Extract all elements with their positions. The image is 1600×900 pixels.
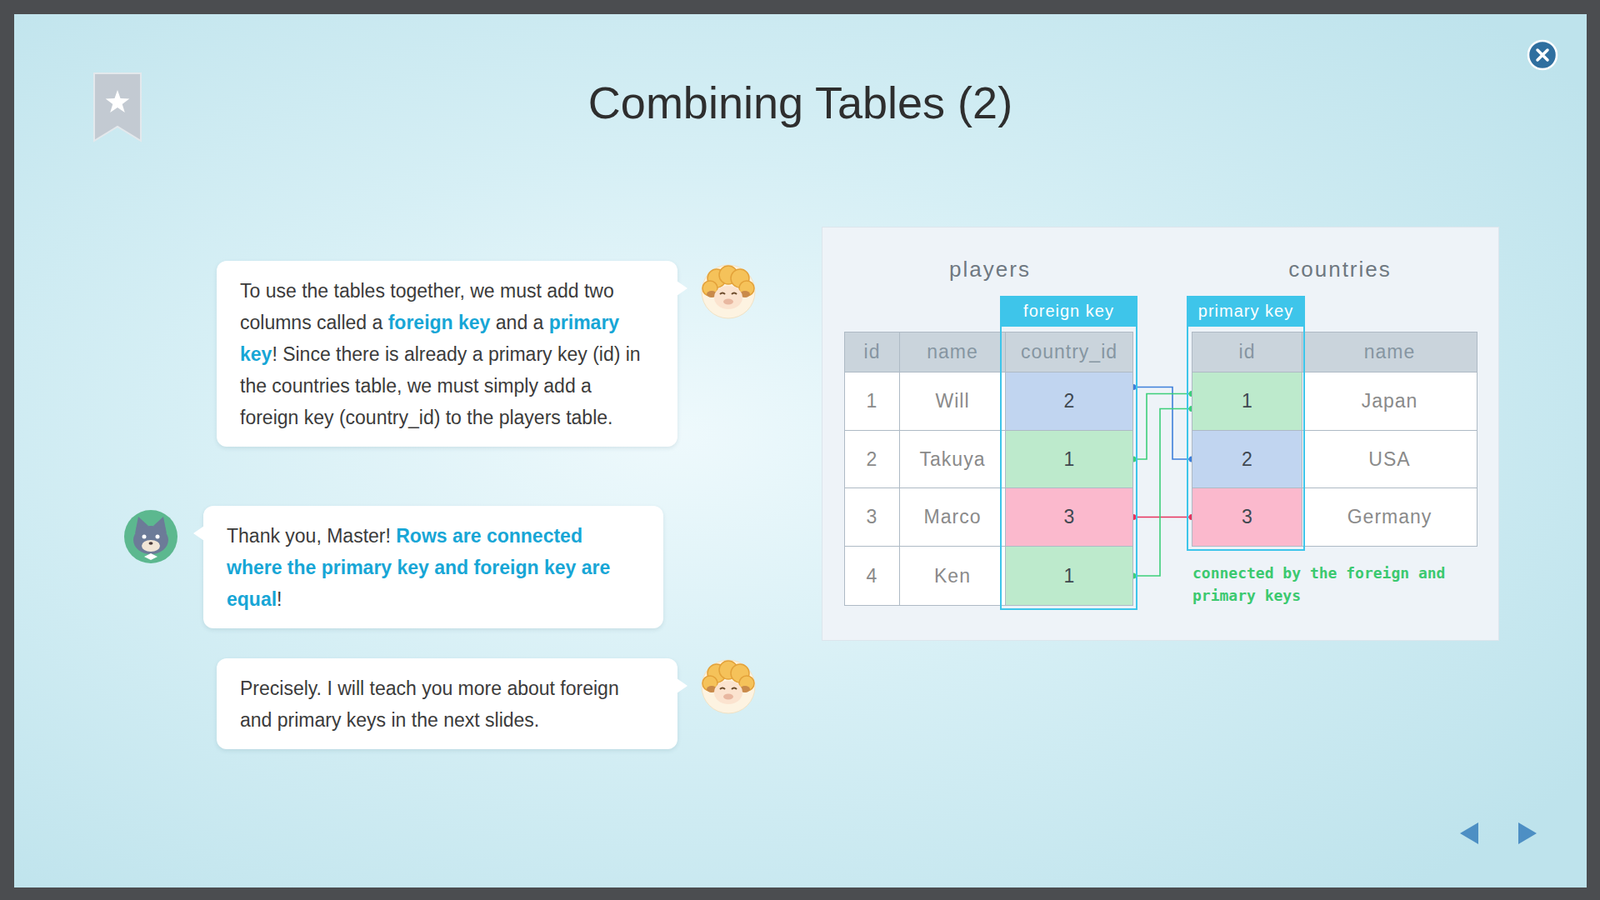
table-header-cell: name bbox=[899, 331, 1006, 373]
cell-value: 2 bbox=[1241, 448, 1253, 471]
speech-bubble: Thank you, Master! Rows are connected wh… bbox=[203, 505, 664, 629]
table-cell: Takuya bbox=[899, 430, 1006, 489]
cell-value: 3 bbox=[1241, 505, 1253, 529]
speech-bubble: To use the tables together, we must add … bbox=[216, 260, 678, 447]
close-button bbox=[1528, 40, 1557, 70]
student-avatar bbox=[124, 510, 178, 564]
label-text: name bbox=[1364, 340, 1416, 364]
speech-text-run: Precisely. I will teach you more about f… bbox=[240, 677, 620, 731]
speech-text-run: ! Since there is already a primary key (… bbox=[240, 343, 641, 429]
speech-text-run: Thank you, Master! bbox=[226, 525, 391, 547]
key-cell: 1 bbox=[1191, 371, 1303, 431]
master-avatar bbox=[701, 265, 755, 319]
table-cell: Will bbox=[899, 371, 1006, 431]
table-cell: Marco bbox=[899, 487, 1006, 547]
key-label: foreign key bbox=[1023, 301, 1115, 321]
bookmark-icon bbox=[94, 73, 141, 141]
table-cell: USA bbox=[1301, 430, 1478, 489]
cell-value: 2 bbox=[1064, 390, 1075, 413]
label-text: 1 bbox=[866, 390, 879, 413]
highlight-text: foreign key bbox=[388, 311, 491, 334]
label-text: Ken bbox=[934, 565, 971, 588]
key-cell: 1 bbox=[1005, 430, 1134, 489]
table-cell: 2 bbox=[844, 430, 900, 489]
label-text: players bbox=[949, 256, 1031, 283]
key-cell: 3 bbox=[1191, 487, 1303, 547]
title-bar: Combining Tables (2) bbox=[14, 76, 1587, 129]
note-text: connected by the foreign and primary key… bbox=[1192, 561, 1493, 612]
master-avatar bbox=[701, 660, 755, 714]
slide-title: Combining Tables (2) bbox=[588, 77, 1013, 128]
label-text: Takuya bbox=[920, 448, 986, 471]
label-text: 2 bbox=[866, 448, 879, 471]
table-cell: 1 bbox=[844, 371, 900, 431]
connector-line bbox=[1133, 409, 1192, 577]
label-text: Japan bbox=[1361, 390, 1419, 413]
label-text: USA bbox=[1368, 448, 1410, 471]
key-label-tab: primary key bbox=[1186, 295, 1305, 327]
speech-text-run: ! bbox=[276, 588, 282, 610]
table-cell: Japan bbox=[1301, 371, 1478, 431]
speech-text: To use the tables together, we must add … bbox=[240, 275, 655, 434]
label-text: 4 bbox=[866, 565, 879, 588]
key-cell: 2 bbox=[1191, 430, 1303, 489]
connector-line bbox=[1133, 394, 1192, 460]
previous-arrow bbox=[1460, 822, 1479, 845]
label-text: countries bbox=[1288, 256, 1392, 283]
label-text: Germany bbox=[1347, 505, 1433, 529]
key-label-tab: foreign key bbox=[1000, 295, 1138, 327]
close-button-part bbox=[1537, 50, 1548, 60]
speech-text-run: and a bbox=[495, 311, 545, 334]
speech-text: Precisely. I will teach you more about f… bbox=[240, 672, 655, 736]
cell-value: 1 bbox=[1241, 390, 1253, 413]
key-cell: 1 bbox=[1005, 545, 1134, 606]
speech-bubble: Precisely. I will teach you more about f… bbox=[216, 658, 678, 750]
speech-text: Thank you, Master! Rows are connected wh… bbox=[226, 520, 640, 615]
key-column-box: primary key id 1 2 3 bbox=[1186, 295, 1305, 551]
cell-value: 1 bbox=[1064, 565, 1075, 588]
bookmark-icon-part bbox=[94, 73, 141, 141]
table-header-cell: name bbox=[1301, 331, 1478, 373]
column-header: id bbox=[1239, 340, 1256, 364]
key-label: primary key bbox=[1198, 301, 1294, 321]
table-cell: 4 bbox=[844, 545, 900, 606]
close-button-part bbox=[1528, 40, 1557, 70]
cell-value: 1 bbox=[1064, 448, 1075, 471]
table-header-cell: id bbox=[1191, 331, 1303, 373]
label-text: name bbox=[926, 340, 979, 364]
label-text: Marco bbox=[924, 505, 982, 529]
table-cell: Ken bbox=[899, 545, 1006, 606]
bookmark-icon-part bbox=[105, 90, 130, 113]
connector-line bbox=[1133, 516, 1192, 519]
cell-value: 3 bbox=[1064, 505, 1075, 529]
table-header-cell: country_id bbox=[1005, 331, 1134, 373]
table-name: countries bbox=[1256, 252, 1424, 286]
label-text: 3 bbox=[866, 505, 879, 529]
key-column-box: foreign key country_id 2 1 3 1 bbox=[1000, 295, 1138, 610]
next-arrow bbox=[1518, 822, 1537, 845]
label-text: connected by the foreign and primary key… bbox=[1192, 564, 1445, 605]
column-header: country_id bbox=[1020, 340, 1118, 364]
table-name: players bbox=[906, 252, 1074, 286]
key-cell: 2 bbox=[1005, 371, 1134, 431]
table-cell: 3 bbox=[844, 487, 900, 547]
table-header-cell: id bbox=[844, 331, 900, 373]
connectors bbox=[1130, 384, 1195, 580]
label-text: id bbox=[864, 340, 881, 364]
table-cell: Germany bbox=[1301, 487, 1478, 547]
label-text: Will bbox=[935, 390, 970, 413]
key-cell: 3 bbox=[1005, 487, 1134, 547]
connector-line bbox=[1133, 387, 1192, 460]
